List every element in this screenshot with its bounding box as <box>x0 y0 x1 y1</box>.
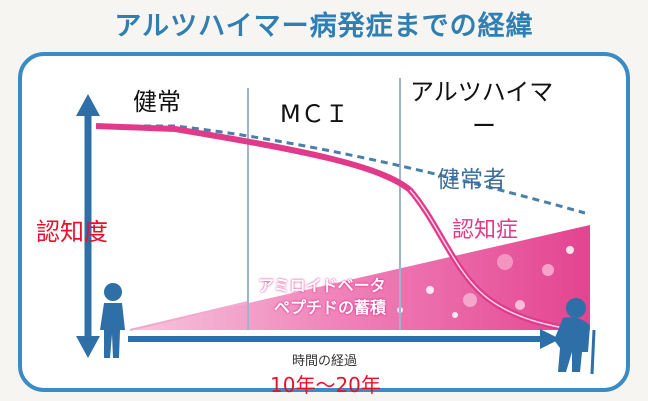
healthy-person-icon <box>100 283 125 358</box>
y-axis-label: 認知度 <box>36 218 108 246</box>
elderly-person-icon <box>554 298 596 375</box>
plaque-marks <box>397 246 574 318</box>
time-axis-label: 時間の経過 <box>292 354 358 369</box>
duration-label: 10年～20年 <box>270 373 381 397</box>
amyloid-label-line2: ペプチドの蓄積 <box>274 298 387 317</box>
dementia-label: 認知症 <box>452 218 519 243</box>
phase-alzheimer-label-1: アルツハイマ <box>410 78 554 106</box>
phase-alzheimer-label-2: ー <box>472 112 496 140</box>
healthy-curve <box>96 124 586 215</box>
diagram-frame <box>18 52 630 392</box>
y-axis-arrow-up <box>76 94 100 116</box>
phase-normal-label: 健常 <box>133 88 181 116</box>
amyloid-label-line1: アミロイドベータ <box>258 276 386 295</box>
phase-mci-label: MＣＩ <box>280 100 349 128</box>
decline-curve-highlight <box>409 189 576 331</box>
healthy-curve-label: 健常者 <box>437 167 506 193</box>
diagram-title: アルツハイマー病発症までの経緯 <box>114 11 534 42</box>
amyloid-baseline <box>129 301 249 331</box>
y-axis-arrow-down <box>76 336 100 358</box>
time-axis-arrow <box>540 329 560 349</box>
